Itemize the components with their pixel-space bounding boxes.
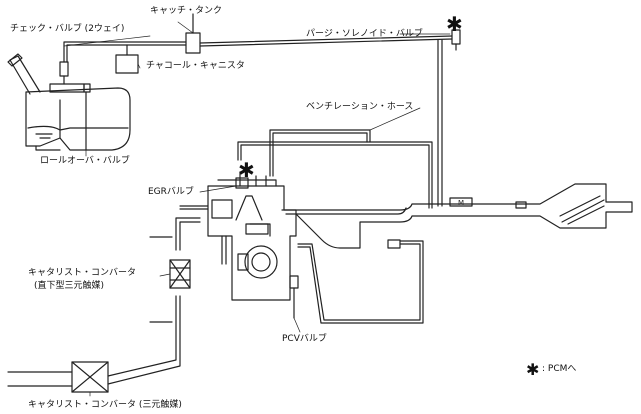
label-rollover-valve: ロールオーバ・バルブ [40, 156, 130, 166]
filter-mark: M [458, 199, 464, 207]
engine [207, 171, 297, 301]
legend-star-icon: ✱ [526, 360, 540, 379]
label-pcv-valve: PCVバルブ [282, 334, 327, 344]
label-purge-solenoid: パージ・ソレノイド・バルブ [306, 29, 423, 39]
charcoal-canister [115, 44, 139, 74]
pcm-marker-purge: ✱ [446, 12, 463, 36]
label-ventilation-hose: ベンチレーション・ホース [306, 102, 414, 112]
pcm-marker-egr: ✱ [238, 158, 255, 182]
legend-pcm-text: : PCMへ [542, 364, 577, 374]
fuel-tank [7, 53, 131, 151]
label-charcoal-canister: チャコール・キャニスタ [146, 61, 245, 71]
rollover-valve [49, 83, 91, 151]
leader-lines [63, 21, 451, 397]
intake-duct [281, 183, 633, 249]
label-catalyst-direct-line2: (直下型三元触媒) [34, 281, 105, 291]
ventilation-hose [237, 129, 433, 209]
label-egr-valve: EGRバルブ [148, 187, 194, 197]
catalyst-bottom [71, 361, 109, 393]
purge-solenoid-valve [451, 29, 461, 51]
check-valve [59, 45, 69, 85]
label-check-valve: チェック・バルブ (2ウェイ) [10, 24, 125, 34]
label-catalyst-bottom: キャタリスト・コンバータ (三元触媒) [28, 400, 182, 410]
catch-tank [185, 13, 201, 54]
egr-valve [179, 177, 249, 210]
label-catalyst-direct-line1: キャタリスト・コンバータ [28, 268, 137, 278]
exhaust-pipe [7, 217, 201, 387]
pcv-valve [289, 239, 424, 324]
catalyst-direct [169, 259, 191, 289]
label-catch-tank: キャッチ・タンク [150, 6, 223, 16]
